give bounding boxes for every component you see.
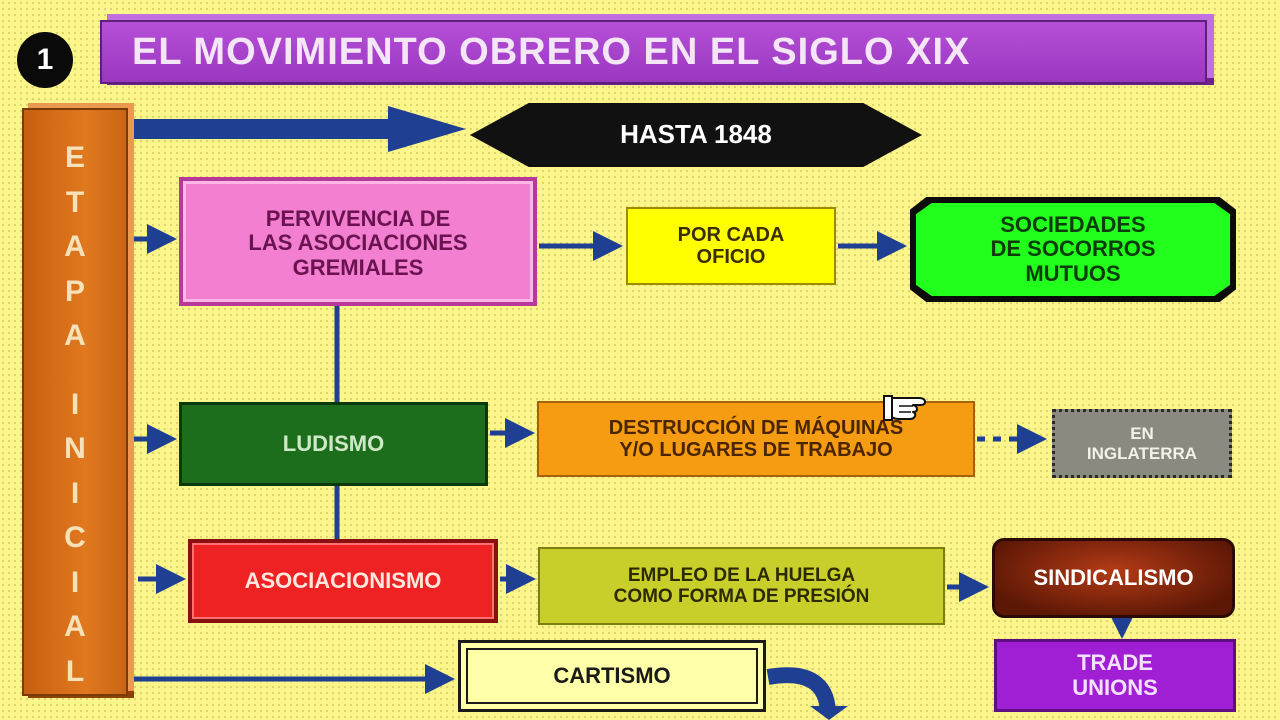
stage-letter: A [64,230,86,263]
node-fill [916,203,1230,296]
stage-letter: I [70,476,80,510]
node-oficio: POR CADA OFICIO [626,207,836,285]
stage-letter: A [64,610,86,643]
title-text: EL MOVIMIENTO OBRERO EN EL SIGLO XIX [132,30,971,73]
node-text: SINDICALISMO [1033,564,1194,590]
node-text-line: OFICIO [696,246,766,268]
pointing-hand-icon [883,395,926,421]
stage-bar: E T A P A I N I C I A L [22,108,128,696]
node-text-line: INGLATERRA [1086,443,1198,463]
node-text: CARTISMO [553,662,671,688]
stage-letter: N [64,432,86,465]
node-ludismo: LUDISMO [179,402,488,486]
node-trade-unions: TRADE UNIONS [994,639,1236,712]
page-title: EL MOVIMIENTO OBRERO EN EL SIGLO XIX [100,20,1207,84]
node-inglaterra: EN INGLATERRA [1052,409,1232,478]
node-huelga: EMPLEO DE LA HUELGA COMO FORMA DE PRESIÓ… [538,547,945,625]
node-socorros: SOCIEDADES DE SOCORROS MUTUOS [910,197,1236,302]
section-number-badge: 1 [17,32,73,88]
stage-letter: A [64,319,86,352]
node-gremiales: PERVIVENCIA DE LAS ASOCIACIONES GREMIALE… [179,177,537,306]
stage-letter: I [70,565,80,599]
node-text: ASOCIACIONISMO [244,567,442,593]
node-text-line: DE SOCORROS [990,236,1156,262]
stage-letter: P [64,274,85,308]
period-arrow [130,106,466,152]
node-cartismo: CARTISMO [458,640,766,712]
stage-letter: L [65,654,85,688]
stage-letter: T [65,185,85,219]
node-sindicalismo: SINDICALISMO [992,538,1235,618]
node-asociacionismo: ASOCIACIONISMO [188,539,498,623]
node-text-line: LAS ASOCIACIONES [248,230,468,256]
period-banner-shape [470,103,922,167]
node-text-line: SOCIEDADES [1000,211,1146,237]
node-destruccion: DESTRUCCIÓN DE MÁQUINAS Y/O LUGARES DE T… [537,401,975,477]
arrow-cartismo-continue [766,667,836,713]
node-text-line: COMO FORMA DE PRESIÓN [613,586,870,607]
arrow-cartismo-head [810,706,848,720]
period-text: HASTA 1848 [620,119,772,150]
node-text-line: DESTRUCCIÓN DE MÁQUINAS [608,416,904,439]
node-text-line: POR CADA [677,223,785,246]
period-banner: HASTA 1848 [470,101,922,169]
node-text-line: TRADE [1077,649,1153,675]
node-text-line: PERVIVENCIA DE [265,205,451,231]
stage-letter: I [70,387,80,421]
node-text-line: Y/O LUGARES DE TRABAJO [619,439,893,461]
node-text-line: EMPLEO DE LA HUELGA [627,564,856,586]
node-text-line: EN [1130,424,1154,444]
node-text: LUDISMO [282,430,385,456]
node-text-line: GREMIALES [292,254,424,280]
stage-letter: E [64,141,85,174]
stage-letter: C [64,521,86,554]
node-text-line: MUTUOS [1025,260,1121,286]
node-text-line: UNIONS [1072,674,1158,700]
